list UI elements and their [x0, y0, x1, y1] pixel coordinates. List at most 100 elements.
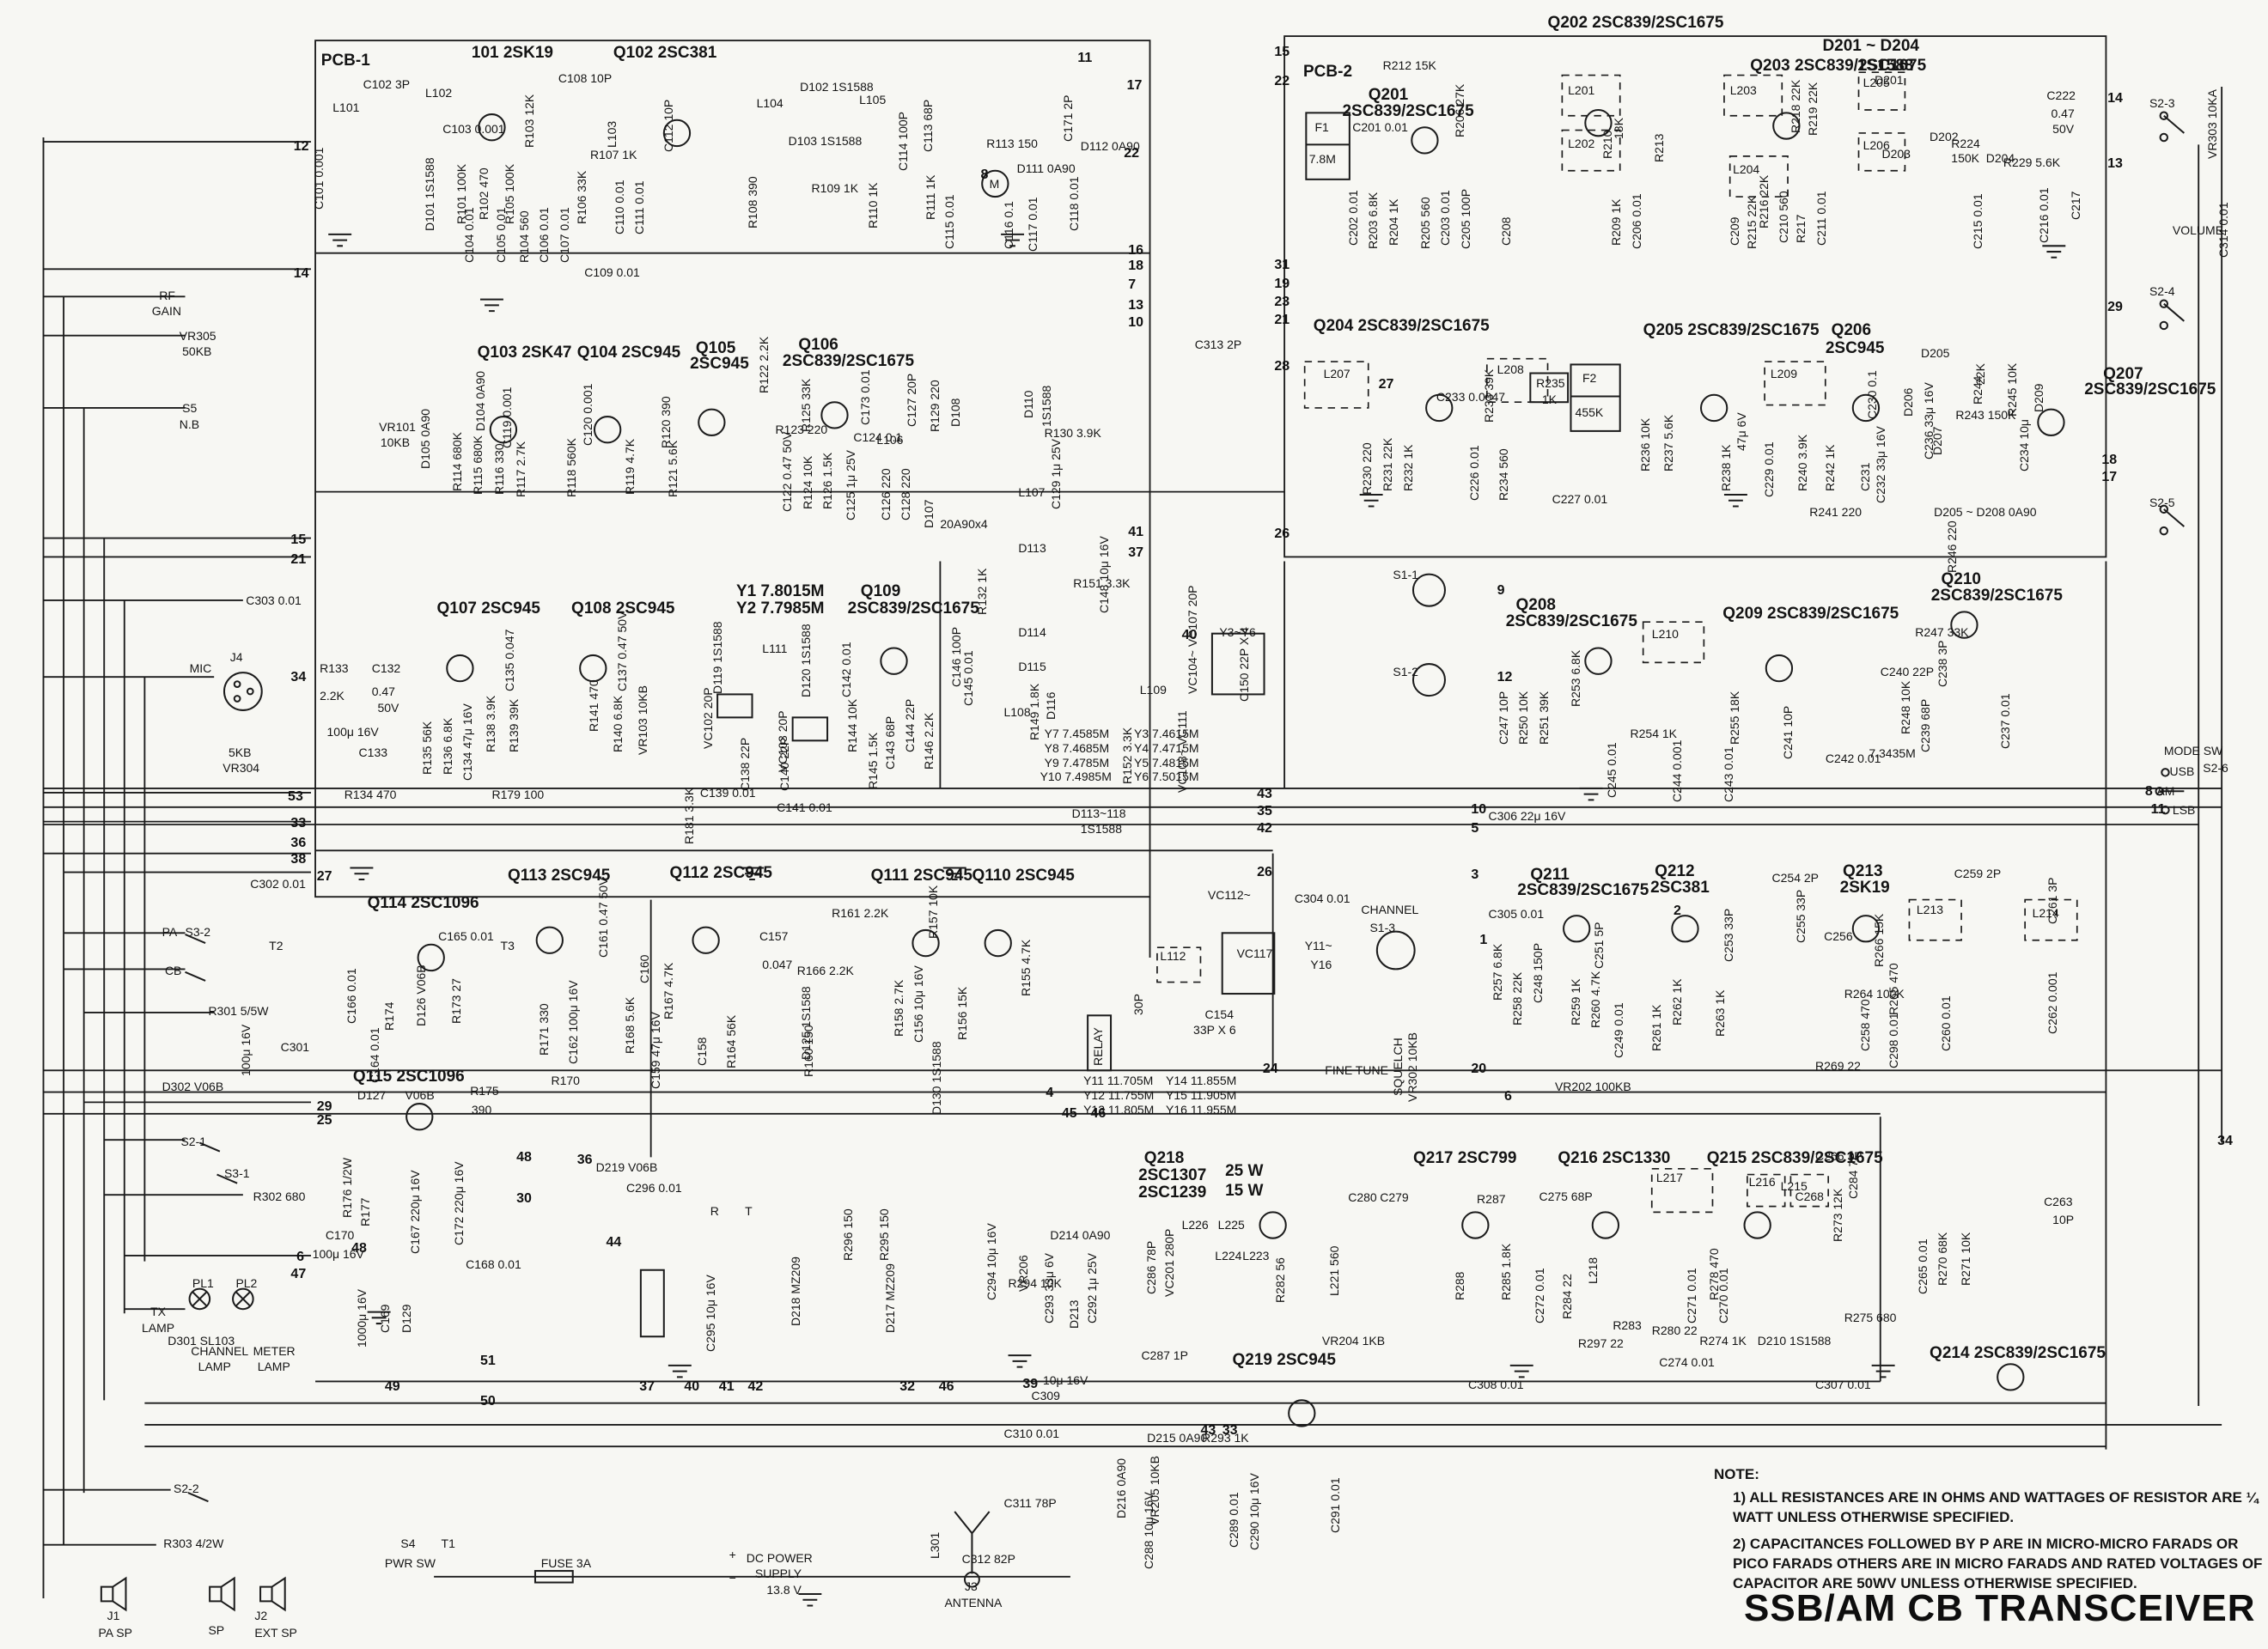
- component-label: T1: [441, 1536, 455, 1550]
- pin-number: 22: [1124, 146, 1140, 161]
- component-label: R231 22K: [1380, 438, 1394, 492]
- component-label: C143 68P: [882, 715, 897, 770]
- component-label: R179 100: [491, 787, 545, 801]
- component-label: Q203 2SC839/2SC1675: [1750, 57, 1927, 76]
- component-label: RELAY: [1091, 1027, 1106, 1066]
- component-label: Y1 7.8015M: [736, 581, 825, 600]
- component-label: 50V: [377, 700, 399, 715]
- component-label: 15 W: [1225, 1182, 1264, 1201]
- component-label: R129 220: [927, 380, 942, 433]
- component-label: C262 0.001: [2045, 971, 2060, 1034]
- component-label: R121 5.6K: [666, 441, 680, 498]
- component-label: C156 10μ 16V: [911, 965, 926, 1043]
- component-label: R164 56K: [723, 1014, 738, 1069]
- note-item-2: 2) CAPACITANCES FOLLOWED BY P ARE IN MIC…: [1733, 1535, 2263, 1591]
- component-label: R271 10K: [1959, 1232, 1973, 1286]
- component-label: R167 4.7K: [662, 962, 676, 1019]
- component-label: C108 10P: [558, 71, 613, 86]
- component-label: R273 12K: [1830, 1189, 1844, 1243]
- component-label: D213: [1066, 1299, 1081, 1330]
- component-label: R302 680: [253, 1189, 306, 1203]
- component-label: T3: [500, 939, 515, 953]
- component-label: R149 1.8K: [1027, 683, 1042, 741]
- component-label: C244 0.001: [1669, 740, 1684, 803]
- component-label: R171 330: [537, 1003, 552, 1056]
- component-label: C242 0.01: [1825, 751, 1881, 765]
- component-label: R146 2.2K: [922, 712, 936, 770]
- component-label: R278 470: [1707, 1247, 1722, 1300]
- component-label: C245 0.01: [1604, 742, 1619, 799]
- component-label: L210: [1651, 626, 1679, 641]
- component-label: C154: [1204, 1007, 1234, 1021]
- component-label: R166 2.2K: [796, 964, 854, 978]
- component-label: 2SC1239: [1138, 1183, 1207, 1202]
- pin-number: 11: [2150, 802, 2166, 818]
- component-label: R212 15K: [1382, 58, 1436, 73]
- component-label: D108: [948, 398, 962, 427]
- component-label: S3-2: [185, 924, 211, 939]
- component-label: C312 82P: [961, 1552, 1015, 1567]
- component-label: 1S1588: [1039, 385, 1053, 427]
- pin-number: 12: [293, 138, 309, 154]
- component-label: L209: [1770, 366, 1797, 380]
- component-label: D301 SL103: [168, 1334, 235, 1348]
- component-label: C107 0.01: [557, 207, 571, 264]
- component-label: 2SC839/2SC1675: [2084, 380, 2216, 399]
- component-label: C120 0.001: [580, 383, 594, 446]
- pin-number: 43: [1257, 786, 1272, 801]
- component-label: C251 5P: [1591, 922, 1606, 970]
- component-label: C226 0.01: [1466, 444, 1481, 501]
- component-label: R139 39K: [506, 698, 521, 752]
- component-label: R116 330: [492, 443, 507, 495]
- component-label: R170: [551, 1073, 580, 1087]
- component-label: VC201 280P: [1161, 1228, 1176, 1298]
- component-label: C139 0.01: [699, 785, 756, 800]
- component-label: Q206: [1831, 321, 1872, 340]
- ground-symbols: [328, 233, 2066, 1607]
- component-label: D217 MZ209: [882, 1263, 897, 1334]
- component-label: C280: [1348, 1190, 1377, 1205]
- component-label: S2-6: [2203, 761, 2228, 776]
- component-label: C126 220: [878, 468, 893, 521]
- component-label: 0.047: [762, 958, 793, 972]
- component-label: D107: [922, 499, 936, 528]
- component-label: R247 33K: [1915, 625, 1969, 640]
- component-label: C166 0.01: [344, 968, 359, 1025]
- component-label: R175: [470, 1083, 499, 1098]
- pin-number: 40: [684, 1379, 700, 1395]
- component-label: 2SC839/2SC1675: [782, 351, 915, 370]
- component-label: C249 0.01: [1612, 1002, 1626, 1059]
- pin-number: 11: [1077, 50, 1093, 65]
- component-label: METER: [253, 1343, 296, 1358]
- component-label: 10P: [2052, 1212, 2075, 1226]
- pin-number: 17: [1126, 77, 1143, 93]
- component-label: L208: [1497, 362, 1524, 376]
- pin-number: 27: [316, 868, 332, 884]
- component-label: VC117: [1236, 946, 1273, 960]
- component-label: C158: [694, 1037, 709, 1066]
- component-label: C286 78P: [1144, 1240, 1159, 1294]
- component-label: D206: [1901, 387, 1916, 417]
- component-label: D204: [1985, 150, 2015, 165]
- component-label: 100μ 16V: [326, 725, 379, 739]
- component-label: C142 0.01: [839, 641, 854, 697]
- component-label: C208: [1498, 216, 1513, 246]
- component-label: C116 0.1: [1001, 200, 1015, 249]
- pin-number: 27: [1378, 377, 1394, 392]
- component-label: PL1: [192, 1275, 214, 1290]
- component-label: C230 0.1: [1864, 370, 1879, 420]
- component-label: C172 220μ 16V: [451, 1161, 466, 1245]
- component-label: 2SC839/2SC1675: [847, 599, 979, 618]
- component-label: C160: [637, 954, 651, 983]
- component-label: L108: [1003, 704, 1031, 719]
- component-label: C124 0.1: [853, 429, 903, 444]
- component-label: C150 22P X 4: [1237, 626, 1252, 702]
- pin-number: 21: [1274, 312, 1290, 327]
- component-label: Y15 11.905M: [1166, 1087, 1237, 1102]
- component-label: TX: [150, 1305, 166, 1319]
- component-label: C117 0.01: [1026, 197, 1040, 252]
- component-label: S2-5: [2149, 495, 2175, 509]
- component-label: D203: [1881, 146, 1911, 161]
- component-label: R138 3.9K: [484, 695, 498, 752]
- pin-number: 36: [576, 1152, 593, 1167]
